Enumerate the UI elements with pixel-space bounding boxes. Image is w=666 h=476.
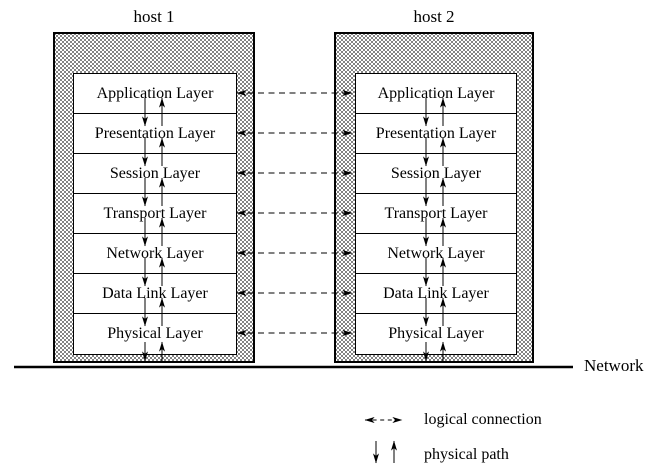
host1-box: Application Layer Presentation Layer Ses… — [53, 32, 255, 363]
host1-layer-stack: Application Layer Presentation Layer Ses… — [73, 73, 237, 355]
host2-layer-stack: Application Layer Presentation Layer Ses… — [355, 73, 517, 355]
layer-row: Transport Layer — [356, 194, 516, 234]
layer-row: Presentation Layer — [74, 114, 236, 154]
layer-label: Transport Layer — [384, 204, 488, 222]
layer-row: Session Layer — [74, 154, 236, 194]
layer-row: Physical Layer — [356, 314, 516, 354]
layer-row: Physical Layer — [74, 314, 236, 354]
layer-row: Network Layer — [356, 234, 516, 274]
layer-row: Network Layer — [74, 234, 236, 274]
host2-box: Application Layer Presentation Layer Ses… — [334, 32, 534, 363]
legend-physical-label: physical path — [424, 446, 509, 463]
layer-label: Session Layer — [109, 164, 201, 182]
layer-row: Application Layer — [74, 74, 236, 114]
layer-label: Network Layer — [387, 244, 485, 262]
layer-row: Transport Layer — [74, 194, 236, 234]
layer-row: Data Link Layer — [74, 274, 236, 314]
layer-row: Application Layer — [356, 74, 516, 114]
layer-label: Physical Layer — [107, 325, 203, 342]
layer-label: Application Layer — [96, 84, 214, 102]
layer-row: Data Link Layer — [356, 274, 516, 314]
layer-row: Presentation Layer — [356, 114, 516, 154]
layer-label: Network Layer — [106, 244, 204, 262]
layer-label: Presentation Layer — [375, 124, 497, 142]
layer-label: Application Layer — [377, 84, 495, 102]
layer-row: Session Layer — [356, 154, 516, 194]
layer-label: Transport Layer — [103, 204, 207, 222]
network-label: Network — [584, 356, 644, 375]
host1-title: host 1 — [133, 7, 175, 26]
layer-label: Session Layer — [390, 164, 482, 182]
legend-logical-label: logical connection — [424, 411, 542, 428]
host2-title: host 2 — [413, 7, 455, 26]
layer-label: Data Link Layer — [383, 284, 489, 302]
layer-label: Data Link Layer — [102, 284, 208, 302]
layer-label: Presentation Layer — [94, 124, 216, 142]
layer-label: Physical Layer — [388, 325, 484, 342]
